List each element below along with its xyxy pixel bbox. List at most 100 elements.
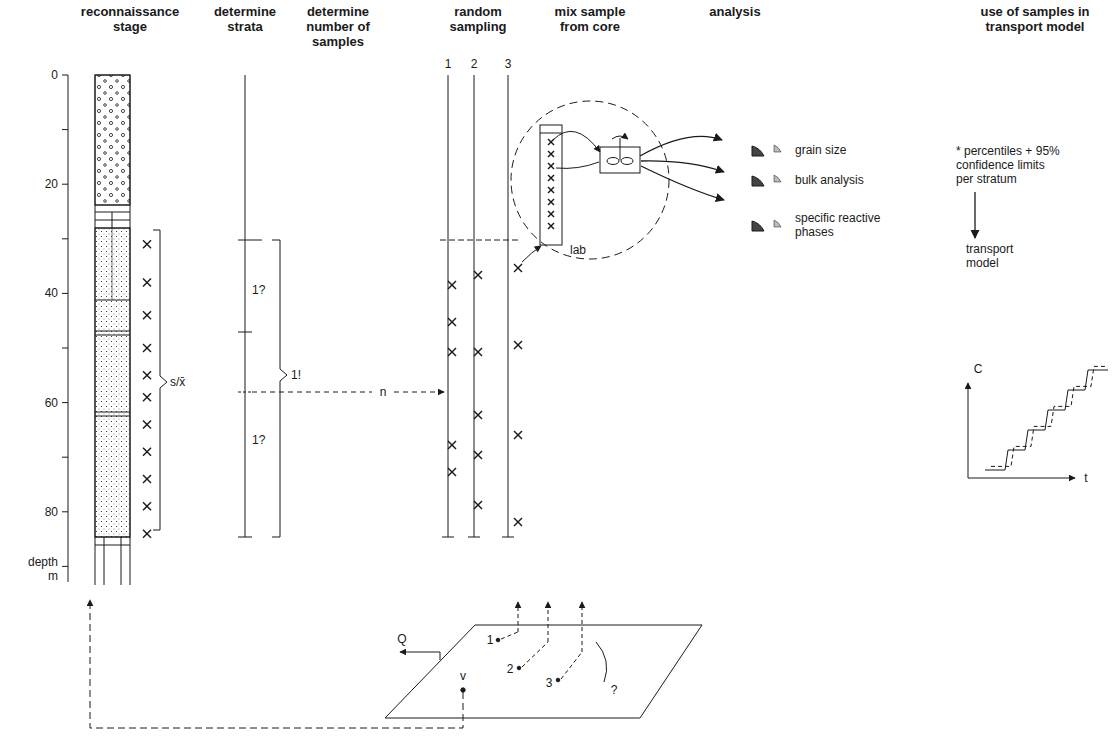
borehole-casing (104, 537, 105, 585)
sample-mark (143, 420, 151, 428)
sample-mark (143, 475, 151, 483)
dashed-outline (510, 100, 670, 260)
core-tube (540, 125, 562, 245)
sample-mark (514, 264, 522, 272)
sample-count: n (380, 385, 387, 399)
sample-mark (514, 518, 522, 526)
flow-arrow (252, 392, 372, 393)
point-number: 2 (507, 662, 514, 676)
sample-mark (474, 348, 482, 356)
stratum-label: 1? (252, 433, 265, 447)
sample-mark (514, 341, 522, 349)
well-label: v (460, 669, 466, 683)
line-end (468, 537, 480, 538)
sample-point (496, 638, 500, 642)
sample-mark (514, 341, 522, 349)
bracket (153, 230, 167, 530)
depth-axis (68, 75, 69, 582)
sample-arrow (518, 602, 519, 632)
discharge-arrow (400, 652, 440, 660)
aquifer-plane (385, 625, 702, 718)
stratum-boundary (238, 332, 252, 333)
sample-point (517, 666, 521, 670)
sand-layer (95, 228, 130, 537)
flow-label: Q (397, 632, 406, 646)
layer-boundary (95, 331, 130, 332)
depth-label: 40 (45, 286, 58, 300)
sample-mark (474, 501, 482, 509)
stratum-boundary (238, 537, 252, 538)
depth-label: 20 (45, 177, 58, 191)
depth-label: 0 (51, 68, 58, 82)
analysis-icon (774, 220, 781, 227)
sample-mark (474, 411, 482, 419)
sample-arrow (548, 602, 549, 642)
axis-tick (62, 184, 68, 185)
transfer-arrow (522, 246, 541, 262)
flow-arrow (974, 192, 975, 238)
sample-mark (548, 163, 554, 169)
depth-label: 80 (45, 505, 58, 519)
gravel-layer (95, 75, 130, 205)
sample-mark (548, 187, 554, 193)
sample-mark (474, 271, 482, 279)
concentration-curve (985, 370, 1108, 470)
transfer-arrow (553, 131, 600, 152)
node-label: lab (570, 243, 586, 257)
borehole-casing (95, 537, 96, 585)
line-number: 3 (505, 57, 512, 71)
mixer-shaft (620, 138, 621, 160)
sample-mark (448, 318, 456, 326)
core-tube (540, 133, 562, 134)
axis-tick (62, 238, 68, 239)
sample-mark (143, 371, 151, 379)
layer-boundary (95, 412, 130, 413)
layer-boundary (95, 300, 130, 301)
sample-mark (448, 348, 456, 356)
layer-boundary (112, 212, 113, 228)
layer-boundary (95, 545, 130, 546)
sample-mark (548, 223, 554, 229)
sample-mark (143, 344, 151, 352)
sampling-line (474, 75, 475, 537)
sample-point (556, 678, 560, 682)
axis-tick (62, 566, 68, 567)
point-number: 3 (546, 676, 553, 690)
sample-mark (448, 441, 456, 449)
analysis-icon (752, 146, 764, 156)
column-header: determine strata (210, 4, 280, 34)
sample-mark (548, 199, 554, 205)
analysis-arrow (641, 166, 724, 200)
sample-mark (143, 530, 151, 538)
sample-mark (548, 151, 554, 157)
bracket (272, 240, 287, 537)
sample-mark (474, 271, 482, 279)
analysis-label: bulk analysis (795, 173, 864, 187)
analysis-label: specific reactive phases (795, 211, 887, 239)
depth-label: 60 (45, 396, 58, 410)
sample-mark (143, 278, 151, 286)
sample-mark (474, 348, 482, 356)
sample-mark (448, 441, 456, 449)
sample-mark (143, 371, 151, 379)
flow-arrow (394, 392, 444, 393)
sample-mark (143, 311, 151, 319)
sample-mark (143, 448, 151, 456)
sample-mark (548, 211, 554, 217)
flow-line (501, 632, 518, 639)
lab-circle: lab (510, 100, 670, 260)
stratum-boundary (238, 240, 262, 241)
sample-mark (143, 502, 151, 510)
line-end (442, 537, 454, 538)
sample-mark (143, 311, 151, 319)
borehole-column (95, 75, 130, 537)
sample-mark (548, 199, 554, 205)
layer-boundary (112, 228, 113, 300)
sample-arrow (582, 602, 583, 652)
stratum-label: 1? (252, 283, 265, 297)
sample-mark (448, 468, 456, 476)
sample-mark (548, 163, 554, 169)
analysis-icon (752, 176, 764, 186)
sample-mark (143, 240, 151, 248)
column-header: use of samples in transport model (960, 4, 1110, 34)
